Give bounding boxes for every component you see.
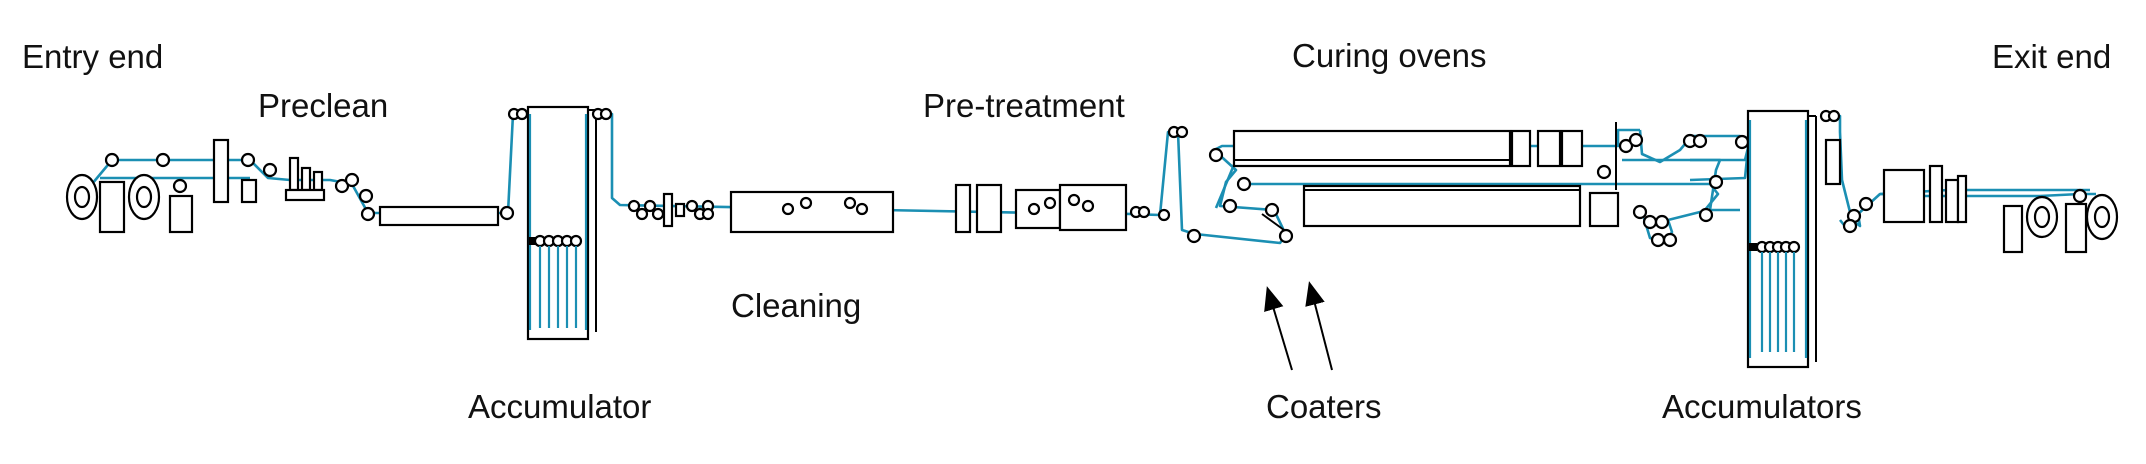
exit-accumulator: [1746, 109, 1841, 369]
accumulator-label: Accumulator: [468, 388, 651, 425]
bridle-rollers: [627, 192, 715, 228]
exit-end-equipment: [1824, 138, 2119, 254]
cleaning-label: Cleaning: [731, 287, 861, 324]
preclean-label: Preclean: [258, 87, 388, 124]
coater-arrows: [1264, 281, 1333, 371]
curing-oven-2: [1302, 184, 1620, 228]
entry-end-label: Entry end: [22, 38, 163, 75]
pre-treatment-equipment: [954, 125, 1189, 234]
coater-rollers: [1186, 147, 1294, 244]
cleaning-tank: [729, 190, 895, 234]
exit-end-label: Exit end: [1992, 38, 2111, 75]
preclean-equipment: [212, 138, 515, 227]
curing-oven-1: [1232, 129, 1584, 168]
entry-accumulator: [507, 105, 613, 341]
entry-uncoiler: [65, 173, 194, 234]
pre-treatment-label: Pre-treatment: [923, 87, 1125, 124]
coaters-label: Coaters: [1266, 388, 1382, 425]
entry-rollers: [104, 152, 278, 178]
exit-section-rollers: [1596, 122, 1750, 248]
accumulators-label: Accumulators: [1662, 388, 1862, 425]
curing-ovens-label: Curing ovens: [1292, 37, 1486, 74]
